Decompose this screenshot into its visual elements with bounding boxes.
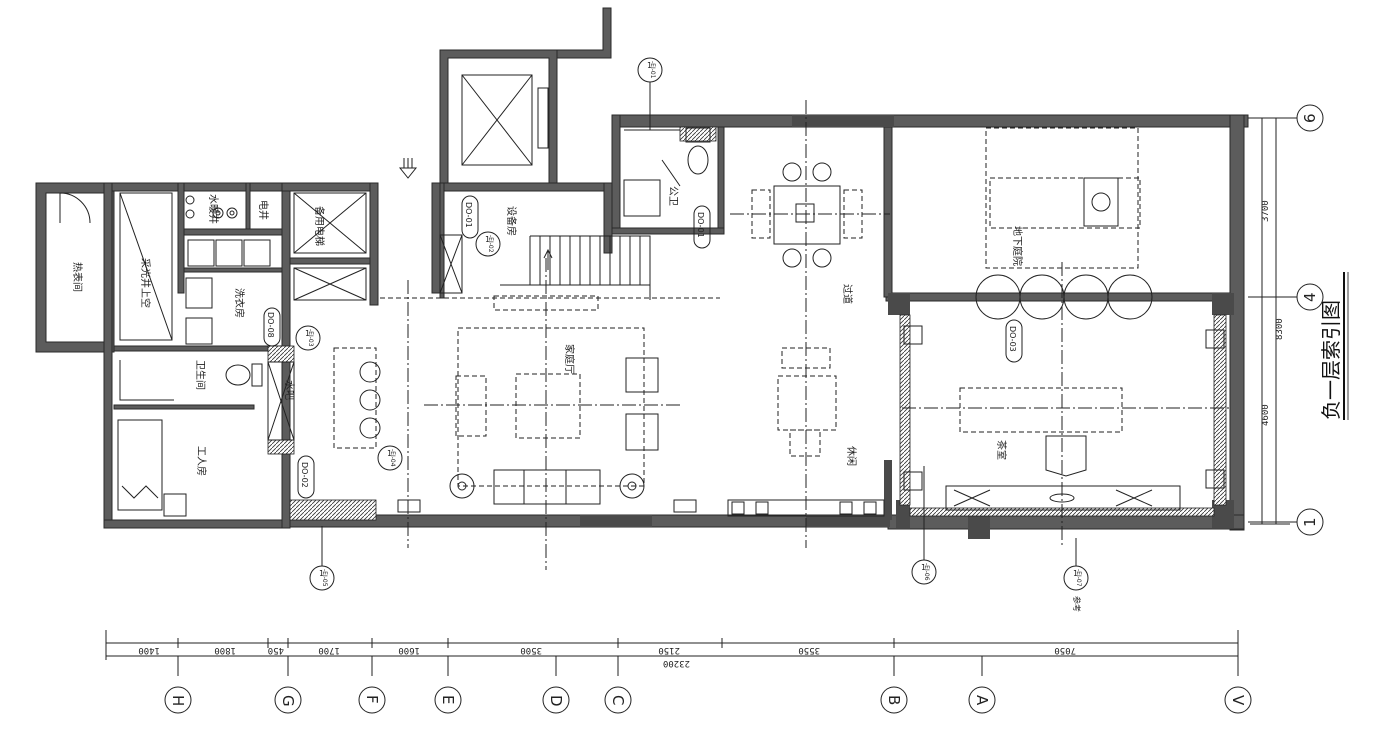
svg-text:1: 1: [647, 61, 652, 70]
room-spare-elevator: 备用电梯: [313, 206, 326, 246]
room-labels: 热表间 采光井上空 水暖井 电井 备用电梯 洗衣房 卫生间 工人房 水吧 设备房…: [71, 186, 1024, 476]
svg-text:-EI-06: -EI-06: [923, 563, 930, 581]
grid-D: D: [547, 695, 565, 707]
grid-G: G: [279, 695, 297, 707]
dim-1400: 1400: [138, 645, 160, 655]
room-bathroom: 卫生间: [194, 360, 207, 390]
grid-C: C: [609, 695, 627, 705]
room-bar: 水吧: [283, 380, 295, 400]
dim-3500: 3500: [520, 645, 542, 655]
svg-text:1: 1: [319, 569, 324, 578]
svg-text:1: 1: [305, 329, 310, 338]
tag-ref: 参考: [1072, 596, 1082, 612]
dim-total: 23200: [663, 658, 690, 668]
svg-text:1: 1: [485, 235, 490, 244]
walls: [35, 7, 1249, 539]
dim-1600: 1600: [398, 645, 420, 655]
svg-text:-EI-02: -EI-02: [487, 235, 494, 253]
dim-450: 450: [268, 645, 284, 655]
svg-text:-EI-03: -EI-03: [307, 329, 314, 347]
room-family-hall: 家庭厅: [563, 344, 576, 374]
room-rest: 休闲: [845, 446, 858, 466]
dim-4600: 4600: [1261, 404, 1271, 426]
room-basement-yard: 地下庭院: [1011, 226, 1024, 266]
dim-3550: 3550: [798, 645, 820, 655]
dim-8300: 8300: [1275, 318, 1285, 340]
index-symbol: 1 -EI-07: [1063, 538, 1089, 591]
grid-H: H: [169, 695, 187, 706]
grid-1: 1: [1301, 517, 1319, 527]
room-tea: 茶室: [995, 440, 1008, 460]
svg-text:1: 1: [387, 449, 392, 458]
room-laundry: 洗衣房: [233, 288, 246, 318]
room-water-well: 水暖井: [207, 194, 220, 224]
svg-text:-EI-04: -EI-04: [389, 449, 396, 467]
room-lightwell: 采光井上空: [139, 258, 152, 308]
dim-7050: 7050: [1054, 645, 1076, 655]
index-symbol: 1 -EI-06: [911, 466, 937, 585]
tag-do02: DO-02: [300, 462, 309, 488]
index-symbol: 1 -EI-05: [309, 526, 335, 591]
grid-A: A: [973, 695, 991, 706]
drawing-title: 负一层索引图: [1319, 272, 1349, 420]
hatched-areas: [267, 126, 1227, 521]
svg-text:1: 1: [1073, 569, 1078, 578]
room-maid: 工人房: [195, 446, 208, 476]
fixtures: [59, 74, 1225, 517]
grid-V: V: [1229, 695, 1247, 706]
grid-F: F: [363, 695, 381, 704]
dim-1800: 1800: [214, 645, 236, 655]
tag-do03: DO-03: [1008, 326, 1017, 352]
grid-6: 6: [1301, 113, 1319, 123]
room-public-wc: 公卫: [667, 186, 678, 206]
svg-text:-EI-05: -EI-05: [321, 569, 328, 587]
grid-E: E: [439, 695, 457, 704]
dim-3700: 3700: [1261, 200, 1271, 222]
index-symbol: 1 -EI-03: [295, 325, 321, 351]
vertical-dimensions: 3700 4600 8300: [1250, 117, 1290, 525]
index-symbol: 1 -EI-04: [377, 445, 403, 471]
room-corridor: 过道: [841, 284, 854, 304]
grid-B: B: [885, 695, 903, 705]
tag-do08: DO-08: [266, 312, 275, 338]
room-equipment: 设备房: [505, 206, 518, 236]
tag-do01a: DO-01: [464, 202, 473, 228]
grid-bubbles-bottom: H G F E D C B A V: [164, 686, 1252, 714]
svg-text:-EI-01: -EI-01: [649, 61, 656, 79]
staircase: [500, 235, 651, 300]
level-marker-icon: [398, 158, 418, 179]
grid-4: 4: [1301, 292, 1319, 302]
index-symbol: 1 -EI-02: [475, 231, 501, 257]
door-tags: DO-01 DO-01 DO-02 DO-03 DO-08 参考: [263, 195, 1082, 612]
svg-text:1: 1: [921, 563, 926, 572]
page-title: 负一层索引图: [1319, 300, 1343, 420]
center-lines: [380, 100, 1232, 570]
index-symbol: 1 -EI-01: [637, 57, 663, 130]
dimension-chain: 1400 1800 450 1700 1600 3500 2150 3550 7…: [105, 630, 1239, 676]
dim-2150: 2150: [658, 645, 680, 655]
index-symbols: 1 -EI-01 1 -EI-02 1 -EI-03 1 -EI-04 1 -E…: [295, 57, 1089, 591]
room-elec-well: 电井: [257, 200, 270, 220]
dim-1700: 1700: [318, 645, 340, 655]
svg-text:-EI-07: -EI-07: [1075, 569, 1082, 587]
grid-bubbles-right: 6 4 1: [1248, 104, 1324, 536]
tag-do01b: DO-01: [696, 212, 705, 238]
room-heat-meter: 热表间: [71, 262, 84, 292]
